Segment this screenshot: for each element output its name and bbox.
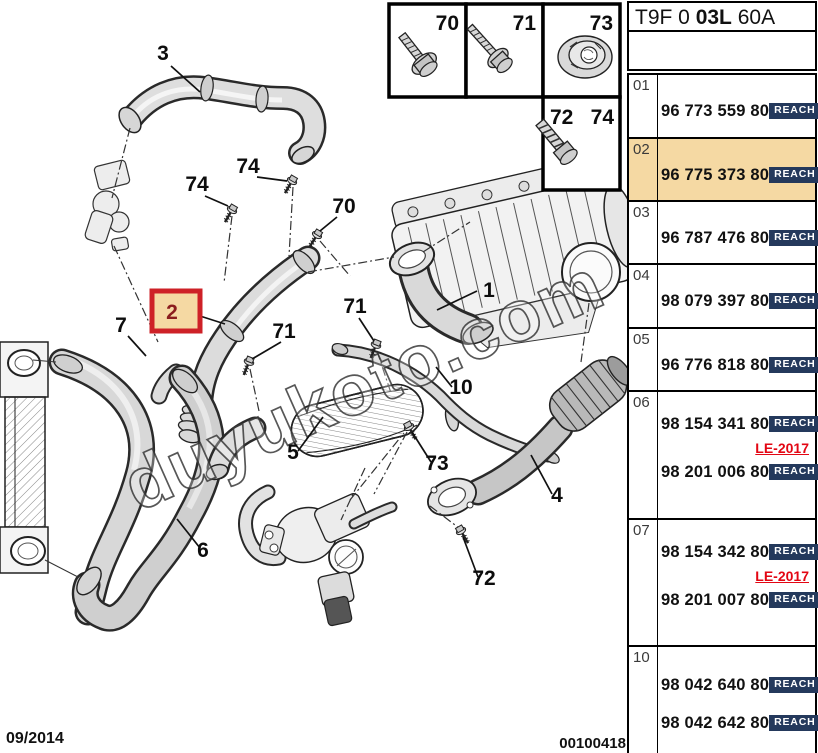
table-row-04[interactable]: 04 98 079 397 80 REACH	[629, 265, 818, 329]
reach-badge[interactable]: REACH	[769, 715, 818, 731]
callout-4[interactable]: 4	[551, 484, 563, 507]
reach-badge[interactable]: REACH	[769, 544, 818, 560]
empty-header-cell	[627, 32, 817, 71]
le-2017-link[interactable]: LE-2017	[755, 440, 809, 456]
reach-badge[interactable]: REACH	[769, 167, 818, 183]
exploded-parts-diagram: duyukoto.com 2 3 74 74 70 7 71 71 1 10 5…	[0, 2, 628, 632]
table-row-07[interactable]: 07 98 154 342 80 REACH LE-2017 98 201 00…	[629, 520, 818, 647]
table-row-10[interactable]: 10 98 042 640 80 REACH 98 042 642 80 REA…	[629, 647, 818, 753]
row-number-column	[629, 139, 658, 200]
callout-1[interactable]: 1	[483, 279, 495, 302]
row-number-column	[629, 202, 658, 263]
callout-2: 2	[166, 301, 178, 324]
callout-10[interactable]: 10	[449, 376, 472, 399]
row-index: 06	[633, 394, 650, 411]
title-part3: 60A	[731, 6, 776, 29]
row-number-column	[629, 520, 658, 645]
row-number-column	[629, 329, 658, 390]
part-number: 96 776 818 80	[661, 355, 770, 374]
intercooler	[0, 341, 49, 574]
part-number: 96 775 373 80	[661, 165, 770, 184]
title-part2: 03L	[695, 6, 732, 29]
hose-3	[118, 74, 327, 165]
bolt-74-icon	[219, 201, 241, 226]
callout-73[interactable]: 73	[425, 452, 448, 475]
fastener-legend-box: 70 71 73 72 74	[387, 2, 622, 192]
fastener-cell-74-label: 74	[591, 106, 615, 129]
catalog-reference-title: T9F 0 03L 60A	[627, 1, 817, 32]
row-number-column	[629, 392, 658, 518]
fastener-cell-71-label: 71	[513, 12, 537, 35]
part-number: 98 154 341 80	[661, 414, 770, 433]
reach-badge[interactable]: REACH	[769, 103, 818, 119]
nut-73-glyph-icon	[557, 35, 613, 79]
part-number: 98 154 342 80	[661, 542, 770, 561]
row-index: 03	[633, 204, 650, 221]
callout-71a[interactable]: 71	[272, 320, 296, 343]
bolt-70-glyph-icon	[398, 31, 438, 78]
row-index: 10	[633, 649, 650, 666]
downpipe-4	[427, 355, 628, 517]
elbow-hose-1	[388, 241, 494, 345]
fastener-cell-70-label: 70	[436, 12, 459, 35]
callout-71b[interactable]: 71	[343, 295, 367, 318]
callout-74a[interactable]: 74	[185, 173, 209, 196]
table-row-03[interactable]: 03 96 787 476 80 REACH	[629, 202, 818, 265]
reach-badge[interactable]: REACH	[769, 677, 818, 693]
row-index: 04	[633, 267, 650, 284]
part-number: 98 042 640 80	[661, 675, 770, 694]
table-row-02-selected[interactable]: 02 96 775 373 80 REACH	[629, 139, 818, 202]
bolt-72-icon	[452, 522, 474, 547]
fastener-cell-72-label: 72	[550, 106, 573, 129]
document-number: 00100418	[559, 735, 626, 752]
bolt-74-icon	[279, 172, 301, 197]
egr-bracket-cluster	[84, 159, 131, 252]
title-part1: T9F 0	[635, 6, 696, 29]
row-number-column	[629, 647, 658, 753]
parts-table: 01 96 773 559 80 REACH 02 96 775 373 80 …	[627, 73, 818, 753]
part-number: 98 042 642 80	[661, 713, 770, 732]
callout-70[interactable]: 70	[332, 195, 355, 218]
callout-2-highlight[interactable]: 2	[149, 288, 203, 334]
edition-date: 09/2014	[6, 730, 64, 747]
callout-7[interactable]: 7	[115, 314, 127, 337]
screw-72-74-glyph-icon	[535, 118, 578, 165]
callout-72[interactable]: 72	[472, 567, 495, 590]
reach-badge[interactable]: REACH	[769, 230, 818, 246]
reach-badge[interactable]: REACH	[769, 293, 818, 309]
table-row-05[interactable]: 05 96 776 818 80 REACH	[629, 329, 818, 392]
part-number: 98 201 007 80	[661, 590, 770, 609]
bolt-71-glyph-icon	[466, 23, 513, 74]
table-row-06[interactable]: 06 98 154 341 80 REACH LE-2017 98 201 00…	[629, 392, 818, 520]
table-row-01[interactable]: 01 96 773 559 80 REACH	[629, 75, 818, 139]
reach-badge[interactable]: REACH	[769, 357, 818, 373]
row-index: 05	[633, 331, 650, 348]
reach-badge[interactable]: REACH	[769, 464, 818, 480]
egr-throttle-assembly	[238, 484, 398, 627]
row-index: 01	[633, 77, 650, 94]
le-2017-link[interactable]: LE-2017	[755, 568, 809, 584]
callout-6[interactable]: 6	[197, 539, 209, 562]
leader-lines	[127, 65, 553, 578]
callout-5[interactable]: 5	[287, 441, 299, 464]
part-number: 98 201 006 80	[661, 462, 770, 481]
part-number: 96 787 476 80	[661, 228, 770, 247]
hose-6	[71, 364, 225, 632]
part-number: 96 773 559 80	[661, 101, 770, 120]
row-index: 02	[633, 141, 650, 158]
row-number-column	[629, 75, 658, 137]
fastener-cell-73-label: 73	[590, 12, 613, 35]
part-number: 98 079 397 80	[661, 291, 770, 310]
callout-74b[interactable]: 74	[236, 155, 260, 178]
row-number-column	[629, 265, 658, 327]
row-index: 07	[633, 522, 650, 539]
reach-badge[interactable]: REACH	[769, 592, 818, 608]
reach-badge[interactable]: REACH	[769, 416, 818, 432]
callout-3[interactable]: 3	[157, 42, 169, 65]
